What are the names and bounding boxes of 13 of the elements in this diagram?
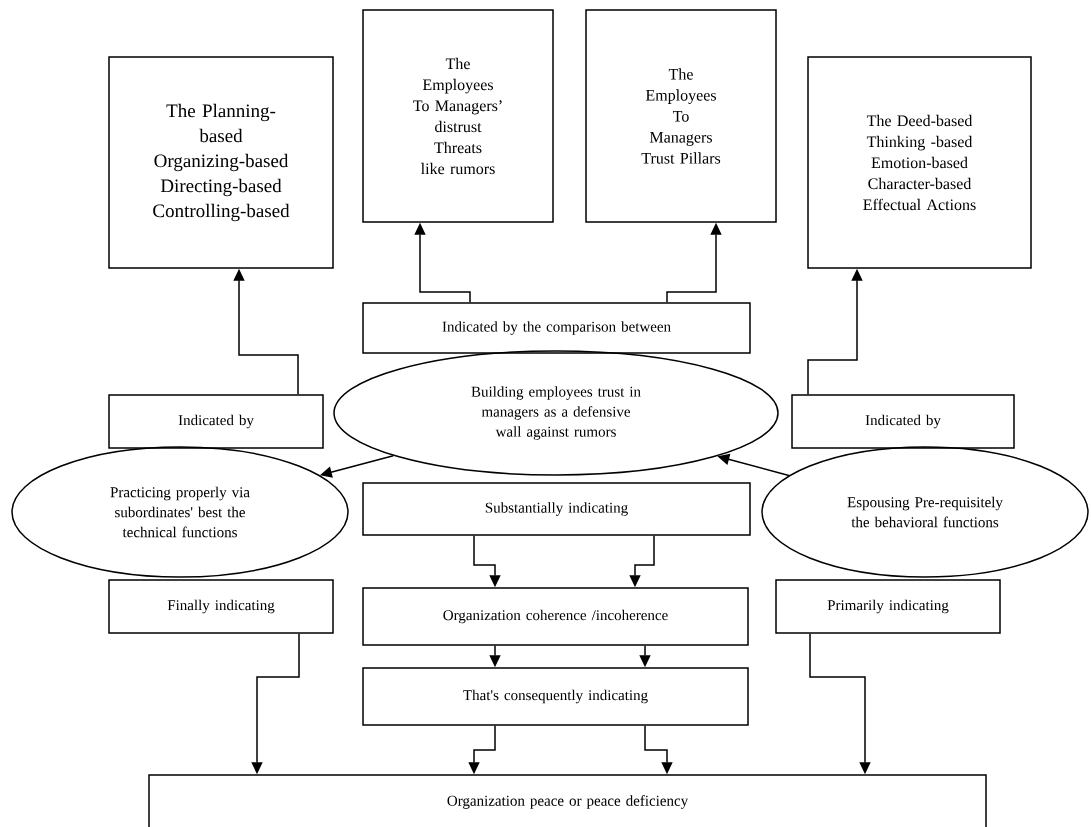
text-box: Indicated by the comparison between xyxy=(362,302,751,354)
text-box: Organization coherence /incoherence xyxy=(362,587,749,646)
text-box: The Planning-based Organizing-based Directing-based Controlling-based xyxy=(108,56,334,269)
text-box: Indicated by xyxy=(791,394,1015,449)
text-box: Finally indicating xyxy=(108,579,334,634)
text-box: Indicated by xyxy=(108,394,324,449)
text-box: The Employees To Managers Trust Pillars xyxy=(585,9,777,223)
text-box: Primarily indicating xyxy=(775,579,1001,634)
text-box: The Employees To Managers’ distrust Threats like rumors xyxy=(362,9,554,223)
text-box: Organization peace or peace deficiency xyxy=(148,774,987,827)
text-box: Substantially indicating xyxy=(362,482,751,536)
text-box: That's consequently indicating xyxy=(362,667,749,726)
text-box: The Deed-based Thinking -based Emotion-based Character-based Effectual Actions xyxy=(807,56,1032,269)
